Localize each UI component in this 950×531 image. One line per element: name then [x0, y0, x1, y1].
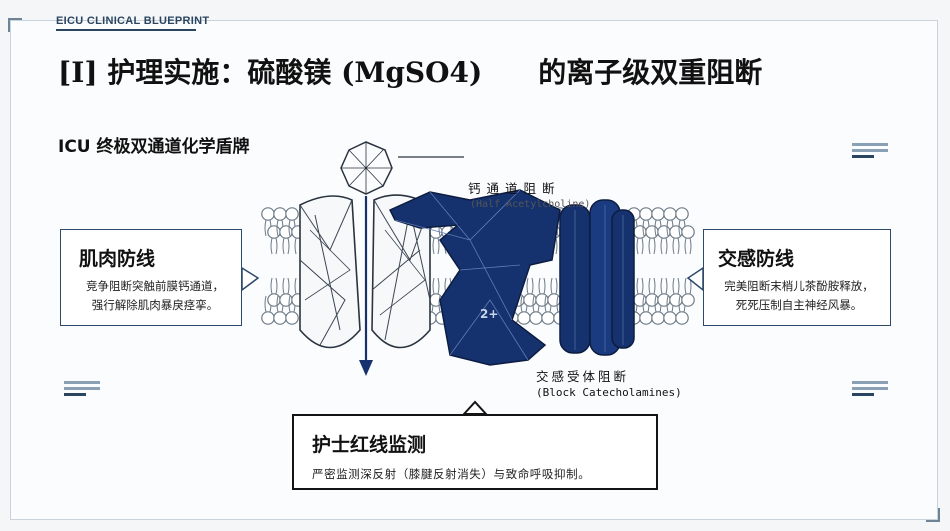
lipid-molecule [670, 226, 682, 254]
muscle-defense-title: 肌肉防线 [79, 244, 231, 271]
lipid-molecule [280, 278, 292, 306]
sympathetic-defense-line: 完美阻断末梢儿茶酚胺释放， [718, 277, 880, 296]
lipid-molecule [634, 278, 646, 306]
adrenergic-block-label: 交感受体阻断 [536, 366, 629, 385]
nursing-monitoring-text: 严密监测深反射（膝腱反射消失）与致命呼吸抑制。 [312, 465, 642, 484]
muscle-defense-line: 竞争阻断突触前膜钙通道， [79, 277, 231, 296]
lipid-molecule [646, 278, 658, 306]
lipid-molecule [268, 226, 280, 254]
sympathetic-defense-title: 交感防线 [718, 244, 880, 271]
calcium-block-label-en: (Half Acetylcholine) [470, 199, 590, 210]
nursing-monitoring-callout: 护士红线监测 严密监测深反射（膝腱反射消失）与致命呼吸抑制。 [292, 414, 658, 490]
lipid-molecule [670, 278, 682, 306]
ion-flow-arrow [359, 196, 373, 376]
calcium-block-label: 钙通道阻断 [468, 178, 561, 197]
lipid-molecule [524, 278, 536, 306]
lipid-molecule [548, 278, 560, 306]
adrenergic-receptor-shape [560, 200, 634, 355]
sympathetic-defense-callout: 交感防线 完美阻断末梢儿茶酚胺释放， 死死压制自主神经风暴。 [703, 229, 891, 326]
callout-left-pointer [242, 268, 258, 290]
magnesium-ion-crystal-icon [341, 142, 392, 194]
sympathetic-defense-text: 完美阻断末梢儿茶酚胺释放， 死死压制自主神经风暴。 [718, 277, 880, 315]
muscle-defense-line: 强行解除肌肉暴戾痉挛。 [79, 296, 231, 315]
callout-right-pointer [688, 268, 703, 290]
lipid-molecule [536, 278, 548, 306]
lipid-molecule [268, 278, 280, 306]
lipid-molecule [634, 226, 646, 254]
lipid-molecule [280, 226, 292, 254]
muscle-defense-text: 竞争阻断突触前膜钙通道， 强行解除肌肉暴戾痉挛。 [79, 277, 231, 315]
lipid-molecule [646, 226, 658, 254]
adrenergic-block-label-en: (Block Catecholamines) [536, 386, 682, 399]
nursing-monitoring-title: 护士红线监测 [312, 430, 642, 457]
lipid-molecule [658, 278, 670, 306]
ion-charge-label: 2+ [480, 307, 498, 321]
muscle-defense-callout: 肌肉防线 竞争阻断突触前膜钙通道， 强行解除肌肉暴戾痉挛。 [60, 229, 242, 326]
callout-pointer [464, 402, 486, 414]
lipid-molecule [658, 226, 670, 254]
lipid-molecule [682, 226, 694, 254]
sympathetic-defense-line: 死死压制自主神经风暴。 [718, 296, 880, 315]
